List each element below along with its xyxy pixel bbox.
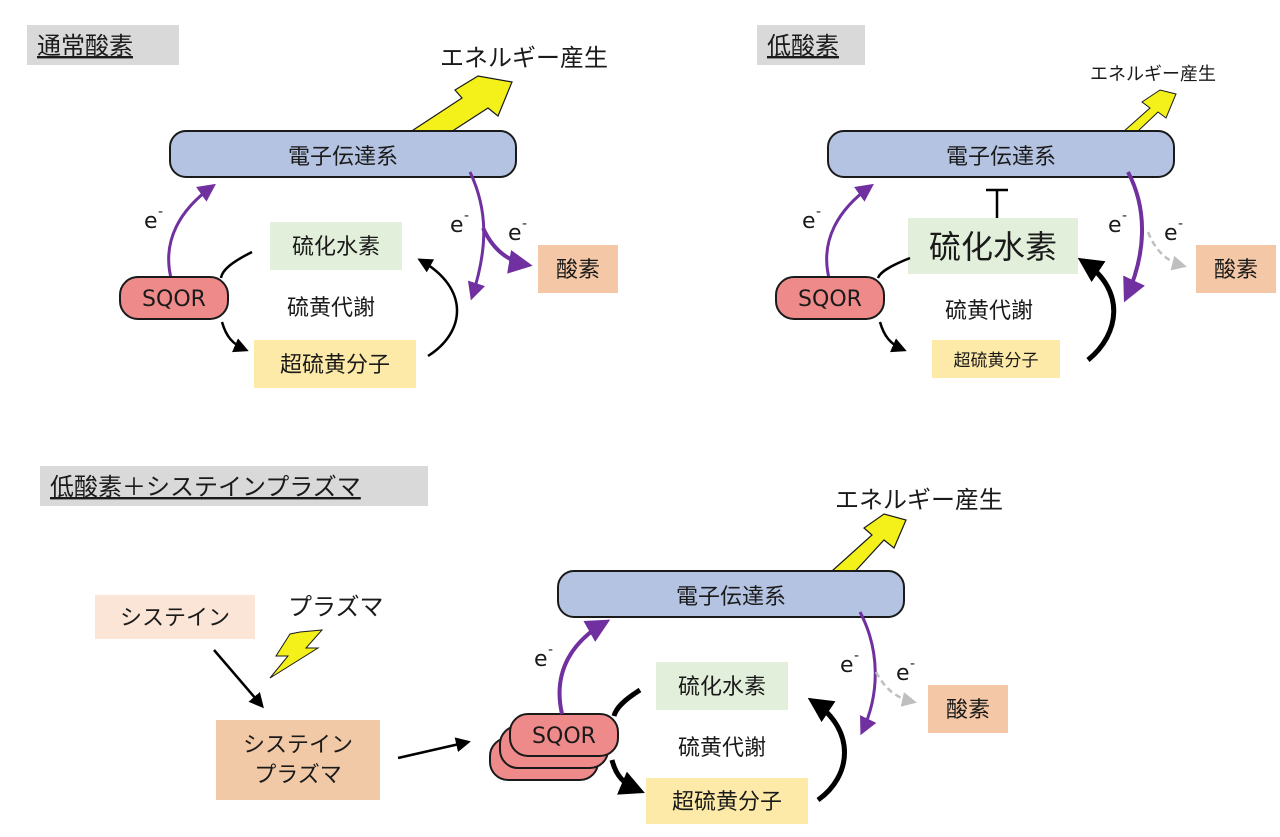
panel-plasma: 低酸素＋システインプラズマ システイン プラズマ システイン プラズマ エネルギ… <box>40 466 1008 824</box>
electron-label-2: e <box>840 653 854 678</box>
metabolism-label: 硫黄代謝 <box>945 299 1033 324</box>
electron-superscript: - <box>158 204 163 220</box>
supersulfide-box <box>646 778 808 824</box>
h2s-label: 硫化水素 <box>292 235 380 260</box>
electron-label-3: e <box>896 661 910 686</box>
electron-superscript: - <box>816 204 821 220</box>
cycle-sqor-to-supersulfide <box>220 321 249 353</box>
cysteine-label: システイン <box>120 606 230 631</box>
cycle-sqor-to-supersulfide <box>609 759 645 795</box>
electron-arrow-sqor <box>557 619 611 715</box>
sqor-label: SQOR <box>798 287 862 312</box>
energy-label: エネルギー産生 <box>440 44 608 72</box>
electron-superscript-2: - <box>464 208 469 224</box>
electron-arrow-cycle <box>467 171 486 301</box>
etc-box <box>557 570 905 618</box>
electron-label: e <box>534 647 548 672</box>
electron-arrow-oxygen-dashed <box>1146 231 1187 271</box>
etc-label: 電子伝達系 <box>946 145 1056 170</box>
oxygen-label: 酸素 <box>946 698 990 723</box>
h2s-box <box>656 662 788 710</box>
etc-label: 電子伝達系 <box>288 145 398 170</box>
electron-arrow-cycle <box>1123 171 1145 303</box>
oxygen-label: 酸素 <box>1214 258 1258 283</box>
electron-label-2: e <box>1108 213 1122 238</box>
panel-title: 通常酸素 <box>37 32 133 60</box>
etc-box <box>169 130 517 178</box>
sqor-box <box>119 276 229 320</box>
oxygen-label: 酸素 <box>556 258 600 283</box>
energy-label: エネルギー産生 <box>835 486 1003 514</box>
supersulfide-box <box>932 340 1060 378</box>
cycle-supersulfide-to-h2s <box>807 697 847 803</box>
cycle-supersulfide-to-h2s <box>1077 257 1117 362</box>
cycle-supersulfide-to-h2s <box>417 258 459 358</box>
panel-normal: 通常酸素 エネルギー産生 電子伝達系 e - e - e - 酸素 硫化水素 S… <box>27 25 618 388</box>
sqor-box <box>509 713 619 757</box>
supersulfide-label: 超硫黄分子 <box>280 353 390 378</box>
supersulfide-box <box>254 340 416 388</box>
etc-label: 電子伝達系 <box>676 585 786 610</box>
cysteine-plasma-box <box>216 720 380 800</box>
electron-label-3: e <box>1164 221 1178 246</box>
plasma-label: プラズマ <box>288 593 384 621</box>
oxygen-box <box>1196 245 1276 293</box>
h2s-label: 硫化水素 <box>678 675 766 700</box>
cycle-h2s-to-sqor <box>611 687 642 717</box>
sqor-label: SQOR <box>142 287 206 312</box>
electron-superscript-2: - <box>1122 208 1127 224</box>
supersulfide-label: 超硫黄分子 <box>954 351 1039 371</box>
cycle-h2s-to-sqor <box>876 256 911 279</box>
cysteine-plasma-line1: システイン <box>243 733 353 758</box>
panel-title-bg <box>40 466 428 506</box>
electron-arrow-sqor <box>167 183 216 283</box>
cysteine-plasma-line2: プラズマ <box>254 763 342 788</box>
cycle-sqor-to-supersulfide <box>878 321 907 353</box>
arrow-cysteine-to-plasma <box>213 649 264 709</box>
arrow-plasma-to-sqor <box>397 737 471 760</box>
electron-label: e <box>144 209 158 234</box>
h2s-label: 硫化水素 <box>929 228 1057 266</box>
sqor-label: SQOR <box>532 724 596 749</box>
metabolism-label: 硫黄代謝 <box>287 296 375 321</box>
panel-title-bg <box>757 25 865 65</box>
electron-arrow-oxygen <box>481 227 533 274</box>
electron-arrow-sqor <box>825 183 874 283</box>
sqor-box <box>775 276 885 320</box>
energy-label: エネルギー産生 <box>1090 64 1216 85</box>
panel-title-bg <box>27 25 179 65</box>
panel-title: 低酸素＋システインプラズマ <box>50 473 361 501</box>
oxygen-box <box>538 245 618 293</box>
cycle-h2s-to-sqor <box>219 250 253 279</box>
oxygen-box <box>928 685 1008 733</box>
h2s-box <box>908 218 1078 274</box>
lightning-bolt-icon <box>269 629 324 679</box>
electron-superscript-3: - <box>910 656 915 672</box>
electron-superscript-2: - <box>854 648 859 664</box>
electron-arrow-cycle <box>858 611 877 736</box>
cysteine-box <box>95 595 255 639</box>
electron-superscript-3: - <box>1178 216 1183 232</box>
h2s-box <box>270 222 402 270</box>
metabolism-label: 硫黄代謝 <box>678 736 766 761</box>
electron-arrow-oxygen-dashed <box>874 671 917 707</box>
panel-title: 低酸素 <box>767 32 839 60</box>
electron-label: e <box>802 209 816 234</box>
panel-hypoxia: 低酸素 エネルギー産生 電子伝達系 硫化水素 e - e - e - 酸素 SQ… <box>757 25 1276 378</box>
electron-label-2: e <box>450 213 464 238</box>
electron-label-3: e <box>508 221 522 246</box>
electron-superscript: - <box>548 642 553 658</box>
etc-box <box>827 130 1175 178</box>
supersulfide-label: 超硫黄分子 <box>672 790 782 815</box>
electron-superscript-3: - <box>522 216 527 232</box>
